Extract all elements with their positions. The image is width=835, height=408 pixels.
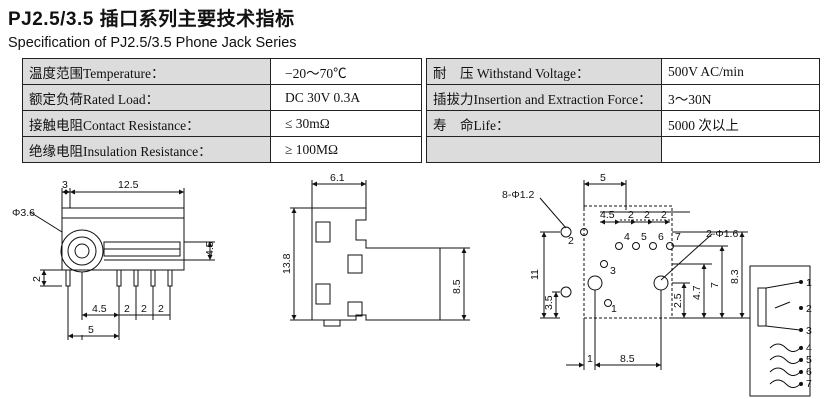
dim-label: 2 bbox=[141, 303, 147, 315]
schematic-drawing bbox=[749, 265, 811, 397]
pin-number: 6 bbox=[806, 366, 812, 378]
spec-value: ≥ 100MΩ bbox=[270, 136, 422, 163]
title-chinese: PJ2.5/3.5 插口系列主要技术指标 bbox=[8, 9, 295, 30]
schematic-terminal-icon bbox=[799, 382, 803, 386]
dim-label: 3 bbox=[62, 179, 68, 191]
schematic-terminal-icon bbox=[799, 328, 803, 332]
spec-label: 额定负荷Rated Load： bbox=[22, 84, 271, 111]
spec-row: 额定负荷Rated Load： DC 30V 0.3A 插拔力Insertion… bbox=[22, 84, 820, 111]
spec-value: 3～30N bbox=[661, 84, 820, 111]
spec-label: 耐 压 Withstand Voltage： bbox=[426, 58, 662, 85]
pin-number: 2 bbox=[806, 303, 812, 315]
spec-label: 寿 命Life： bbox=[426, 110, 662, 137]
schematic-terminal-icon bbox=[799, 370, 803, 374]
dim-label: 5 bbox=[88, 324, 94, 336]
schematic-terminal-icon bbox=[799, 306, 803, 310]
pin-number: 3 bbox=[806, 325, 812, 337]
dim-label: 4.7 bbox=[691, 285, 703, 300]
dim-label: 8.3 bbox=[729, 269, 741, 284]
spec-label: 插拔力Insertion and Extraction Force： bbox=[426, 84, 662, 111]
spec-value: −20～70℃ bbox=[270, 58, 422, 85]
dim-label: 8.5 bbox=[620, 353, 635, 365]
pin-number: 3 bbox=[610, 265, 616, 277]
schematic-terminal-icon bbox=[799, 358, 803, 362]
pcb-layout-drawing bbox=[539, 180, 750, 370]
pin-number: 6 bbox=[658, 231, 664, 243]
dim-label: 2 bbox=[31, 276, 43, 282]
dim-label: 4.5 bbox=[204, 241, 216, 256]
dim-label: 1 bbox=[587, 353, 593, 365]
spec-label bbox=[426, 136, 662, 163]
schematic-terminal-icon bbox=[799, 280, 803, 284]
spec-value bbox=[661, 136, 820, 163]
spec-row: 绝缘电阻Insulation Resistance： ≥ 100MΩ bbox=[22, 136, 820, 163]
front-view-drawing bbox=[29, 188, 215, 340]
dim-label: 6.1 bbox=[330, 172, 345, 184]
dim-label: 8-Φ1.2 bbox=[502, 189, 534, 201]
technical-drawings: 3 12.5 Φ3.6 4.5 2 4.5 2 2 2 5 6.1 13.8 8… bbox=[12, 172, 812, 397]
dim-label: 2 bbox=[124, 303, 130, 315]
pin-number: 2 bbox=[568, 235, 574, 247]
pin-number: 1 bbox=[806, 277, 812, 289]
spec-value: DC 30V 0.3A bbox=[270, 84, 422, 111]
dim-label: 2 bbox=[628, 209, 634, 221]
pin-number: 1 bbox=[611, 303, 617, 315]
spec-row: 温度范围Temperature： −20～70℃ 耐 压 Withstand V… bbox=[22, 58, 820, 85]
schematic-terminal-icon bbox=[799, 346, 803, 350]
dim-label: 4.5 bbox=[92, 303, 107, 315]
spec-value: ≤ 30mΩ bbox=[270, 110, 422, 137]
dim-label: 2 bbox=[661, 209, 667, 221]
spec-value: 5000 次以上 bbox=[661, 110, 820, 137]
spec-label: 接触电阻Contact Resistance： bbox=[22, 110, 271, 137]
spec-value: 500V AC/min bbox=[661, 58, 820, 85]
dim-label: 11 bbox=[529, 269, 541, 280]
spec-label: 温度范围Temperature： bbox=[22, 58, 271, 85]
dim-label: 8.5 bbox=[451, 279, 463, 294]
dim-label: 3.5 bbox=[543, 295, 555, 310]
dim-label: 2 bbox=[158, 303, 164, 315]
dim-label: 13.8 bbox=[281, 253, 293, 274]
pin-number: 4 bbox=[806, 342, 812, 354]
pin-number: 5 bbox=[806, 354, 812, 366]
pin-number: 5 bbox=[641, 231, 647, 243]
dim-label: 2-Φ1.6 bbox=[706, 228, 738, 240]
dim-label: 2 bbox=[644, 209, 650, 221]
spec-row: 接触电阻Contact Resistance： ≤ 30mΩ 寿 命Life： … bbox=[22, 110, 820, 137]
pin-number: 7 bbox=[806, 378, 812, 390]
pin-number: 4 bbox=[624, 231, 630, 243]
dim-label: 2.5 bbox=[672, 293, 684, 308]
side-view-drawing bbox=[290, 180, 470, 327]
dim-label: 4.5 bbox=[600, 209, 615, 221]
spec-label: 绝缘电阻Insulation Resistance： bbox=[22, 136, 271, 163]
pin-number: 7 bbox=[675, 231, 681, 243]
title-english: Specification of PJ2.5/3.5 Phone Jack Se… bbox=[8, 35, 297, 51]
dim-label: 12.5 bbox=[118, 179, 139, 191]
dim-label: 7 bbox=[709, 282, 721, 288]
spec-table: 温度范围Temperature： −20～70℃ 耐 压 Withstand V… bbox=[22, 58, 820, 163]
dim-label: Φ3.6 bbox=[12, 207, 35, 219]
dim-label: 5 bbox=[600, 172, 606, 184]
